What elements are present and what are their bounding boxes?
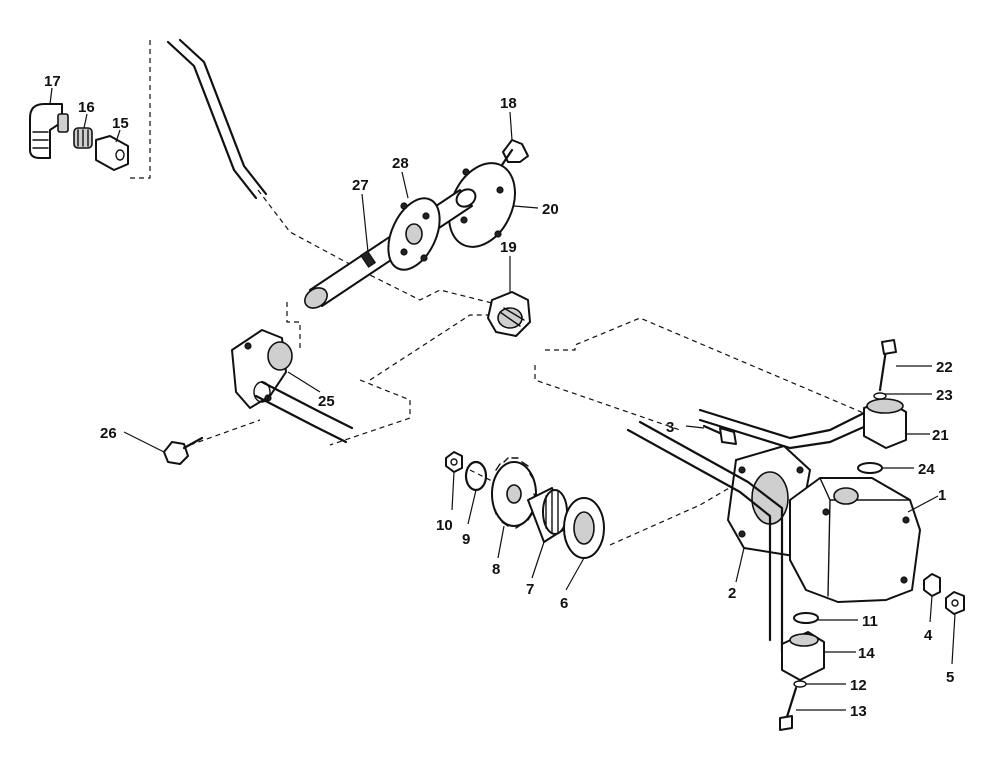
callout-10: 10	[436, 517, 453, 534]
bolt-26	[163, 436, 204, 465]
callout-20: 20	[542, 201, 559, 218]
callout-6: 6	[560, 595, 568, 612]
bolt-3	[702, 424, 737, 445]
coupling-19	[487, 291, 531, 337]
callout-22: 22	[936, 359, 953, 376]
nut-5	[945, 591, 965, 615]
banjo-14	[781, 631, 825, 681]
banjo-pipe-21	[698, 398, 907, 450]
washer-11	[793, 612, 819, 624]
callout-28: 28	[392, 155, 409, 172]
callout-4: 4	[924, 627, 933, 644]
bolt-18	[498, 139, 529, 170]
washer-12	[793, 680, 807, 688]
washer-24	[857, 462, 883, 474]
callout-17: 17	[44, 73, 61, 90]
leader-lines	[49, 87, 956, 711]
callout-19: 19	[500, 239, 517, 256]
callout-16: 16	[78, 99, 95, 116]
callout-15: 15	[112, 115, 129, 132]
callout-3: 3	[666, 419, 674, 436]
flange-pipe-25	[231, 329, 354, 444]
callout-13: 13	[850, 703, 867, 720]
callout-27: 27	[352, 177, 369, 194]
flange-28	[387, 197, 441, 271]
nipple-16	[73, 127, 93, 149]
callout-5: 5	[946, 669, 954, 686]
gear-8	[491, 457, 537, 529]
callout-7: 7	[526, 581, 534, 598]
nut-10	[445, 451, 463, 473]
snap-ring-9	[464, 460, 488, 492]
callout-9: 9	[462, 531, 470, 548]
callout-14: 14	[858, 645, 875, 662]
callout-12: 12	[850, 677, 867, 694]
pinion-7	[527, 487, 568, 543]
bolt-13	[779, 686, 798, 731]
oil-pipe-lower	[626, 420, 784, 654]
elbow-fitting-17	[29, 103, 69, 159]
callout-8: 8	[492, 561, 500, 578]
callout-11: 11	[862, 613, 878, 630]
callout-1: 1	[938, 487, 946, 504]
callout-21: 21	[932, 427, 949, 444]
nut-4	[923, 573, 941, 597]
callout-23: 23	[936, 387, 953, 404]
bolt-22	[878, 339, 897, 392]
washer-23	[873, 392, 887, 400]
seal-ring-6	[563, 497, 605, 559]
oil-pipe-upper	[166, 38, 268, 200]
callout-26: 26	[100, 425, 117, 442]
callout-18: 18	[500, 95, 517, 112]
callout-2: 2	[728, 585, 736, 602]
pump-body-1	[789, 477, 921, 603]
callout-25: 25	[318, 393, 335, 410]
callout-24: 24	[918, 461, 935, 478]
callout-numbers: 17 16 15 18 20 28 27 19 25 26 10 9 8 7 6…	[44, 73, 954, 720]
union-nut-15	[95, 135, 129, 171]
